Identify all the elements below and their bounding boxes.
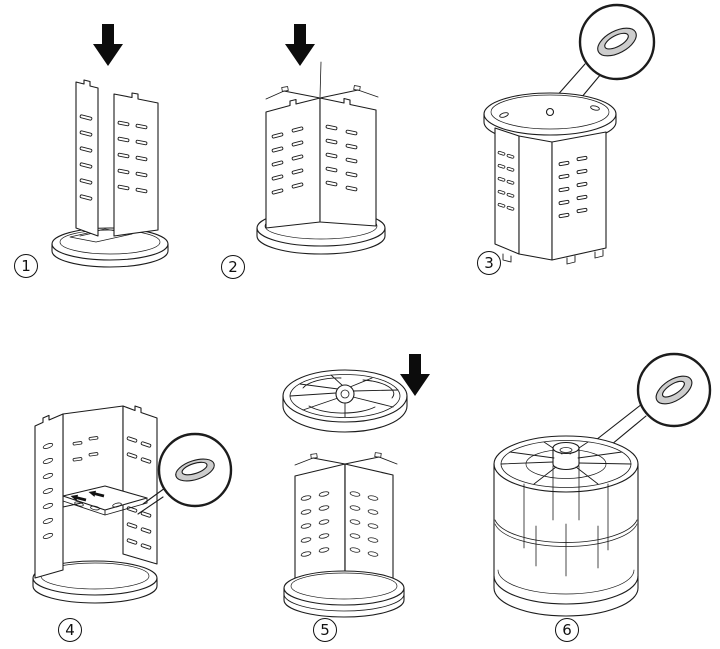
- shelf-tab-detail: [175, 458, 215, 482]
- perforated-panel-right: [113, 92, 159, 237]
- step-1-number: 1: [14, 254, 38, 278]
- step-6-illustration: [458, 338, 716, 646]
- step-6-drawing: [493, 352, 712, 617]
- step-4-drawing: [32, 405, 233, 604]
- oval-slot-detail: [597, 27, 637, 57]
- back-panel-edges: [294, 452, 398, 466]
- organizer-body: [493, 463, 639, 617]
- step-2-drawing: [256, 24, 386, 255]
- perforated-panel-left: [75, 79, 99, 237]
- tray-dividers: [289, 374, 399, 418]
- down-arrow-icon: [400, 354, 430, 396]
- step-5-drawing: [282, 354, 430, 618]
- round-base-ring: [283, 570, 405, 618]
- slide-direction-arrows: [70, 490, 105, 502]
- insertion-guide-line: [319, 61, 322, 98]
- round-base: [32, 560, 158, 604]
- panel-feet: [502, 249, 604, 265]
- step-4-illustration: [5, 342, 245, 642]
- magnifier-callout: [157, 432, 233, 508]
- center-hub: [552, 441, 580, 471]
- perforated-panel-left: [34, 413, 64, 579]
- step-2-illustration: [218, 6, 428, 284]
- perforated-panel-front-right: [319, 97, 377, 227]
- magnifier-callout: [636, 352, 712, 428]
- perforated-panel-right: [122, 405, 158, 565]
- step-5-number: 5: [313, 618, 337, 642]
- magnifier-callout: [578, 3, 656, 81]
- perforated-panel-left: [494, 127, 520, 255]
- shelf-insert: [62, 485, 148, 516]
- perforated-panel-front-left: [265, 97, 321, 229]
- assembled-organizer: [493, 435, 639, 617]
- panel-front: [518, 135, 553, 261]
- perforated-panel-front-left: [294, 463, 346, 585]
- step-2-number: 2: [221, 255, 245, 279]
- down-arrow-icon: [285, 24, 315, 66]
- step-3-number: 3: [477, 251, 501, 275]
- step-5-illustration: [243, 338, 468, 646]
- step-3-illustration: [455, 2, 713, 290]
- organizer-dividers: [500, 441, 632, 485]
- back-panel-edges: [265, 85, 379, 100]
- oval-ring-detail: [655, 375, 693, 405]
- step-1-illustration: [10, 6, 210, 284]
- rotating-tray-top: [282, 369, 408, 433]
- step-6-number: 6: [555, 618, 579, 642]
- top-disc: [483, 92, 617, 144]
- step-1-drawing: [51, 24, 169, 268]
- down-arrow-icon: [93, 24, 123, 66]
- round-base: [51, 227, 169, 268]
- step-4-number: 4: [58, 618, 82, 642]
- perforated-panel-right: [551, 131, 607, 261]
- perforated-panel-front-right: [344, 463, 394, 583]
- callout-leader-lines: [137, 487, 166, 515]
- step-3-drawing: [483, 3, 656, 265]
